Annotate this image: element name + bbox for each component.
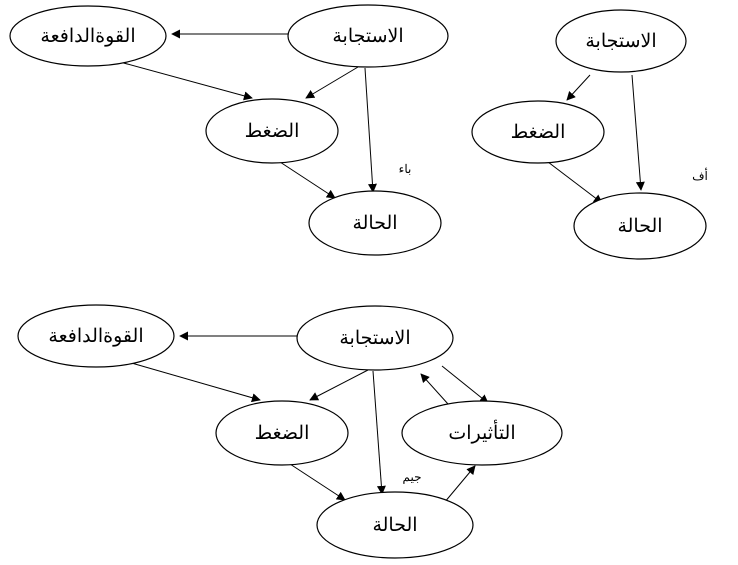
panel-b-label: باء: [399, 162, 412, 176]
node-a-response: الاستجابة: [555, 9, 687, 73]
node-b-response-label: الاستجابة: [332, 25, 403, 47]
node-a-response-label: الاستجابة: [585, 30, 656, 52]
edge-c-drive-stress: [127, 361, 261, 403]
panel-a-label: أف: [692, 168, 708, 183]
edge-a-response-stress: [566, 74, 591, 101]
edge-c-response-state: [372, 370, 386, 495]
node-b-drive: القوةالدافعة: [9, 5, 167, 67]
panel-b: القوةالدافعة الاستجابة الضغط الحالة باء: [9, 4, 449, 256]
panel-c-label: جيم: [402, 470, 421, 484]
node-c-state: الحالة: [316, 491, 474, 559]
node-a-state: الحالة: [573, 192, 707, 260]
panel-a: الاستجابة الضغط الحالة أف: [471, 9, 708, 260]
node-c-stress: الضغط: [215, 400, 349, 466]
node-c-stress-label: الضغط: [255, 422, 310, 444]
node-c-effects-label: التأثيرات: [448, 419, 515, 444]
node-a-stress: الضغط: [471, 100, 605, 164]
edge-b-response-stress: [305, 66, 359, 99]
panel-c: القوةالدافعة الاستجابة الضغط التأثيرات ا…: [17, 304, 563, 559]
edge-c-stress-state: [289, 463, 346, 501]
node-c-drive: القوةالدافعة: [17, 304, 175, 368]
node-c-state-label: الحالة: [372, 514, 417, 536]
edge-a-response-state: [631, 74, 645, 191]
node-c-drive-label: القوةالدافعة: [48, 325, 143, 347]
node-a-state-label: الحالة: [617, 215, 662, 237]
edge-c-effects-response: [420, 373, 449, 405]
node-c-response-label: الاستجابة: [339, 327, 410, 349]
edge-b-drive-stress: [119, 61, 253, 101]
node-b-stress-label: الضغط: [245, 120, 300, 142]
edge-c-response-stress: [309, 369, 369, 401]
edge-b-response-state: [364, 67, 377, 193]
edge-a-stress-state: [547, 161, 603, 204]
node-b-stress: الضغط: [205, 98, 339, 164]
edge-c-response-effects: [441, 365, 489, 404]
node-b-response: الاستجابة: [287, 4, 449, 68]
node-b-state: الحالة: [308, 190, 442, 256]
node-c-response: الاستجابة: [296, 305, 454, 371]
node-c-effects: التأثيرات: [401, 400, 563, 466]
edge-b-stress-state: [279, 161, 336, 199]
node-a-stress-label: الضغط: [511, 121, 566, 143]
node-b-drive-label: القوةالدافعة: [40, 25, 135, 47]
node-b-state-label: الحالة: [352, 212, 397, 234]
edge-c-state-effects: [443, 465, 476, 504]
